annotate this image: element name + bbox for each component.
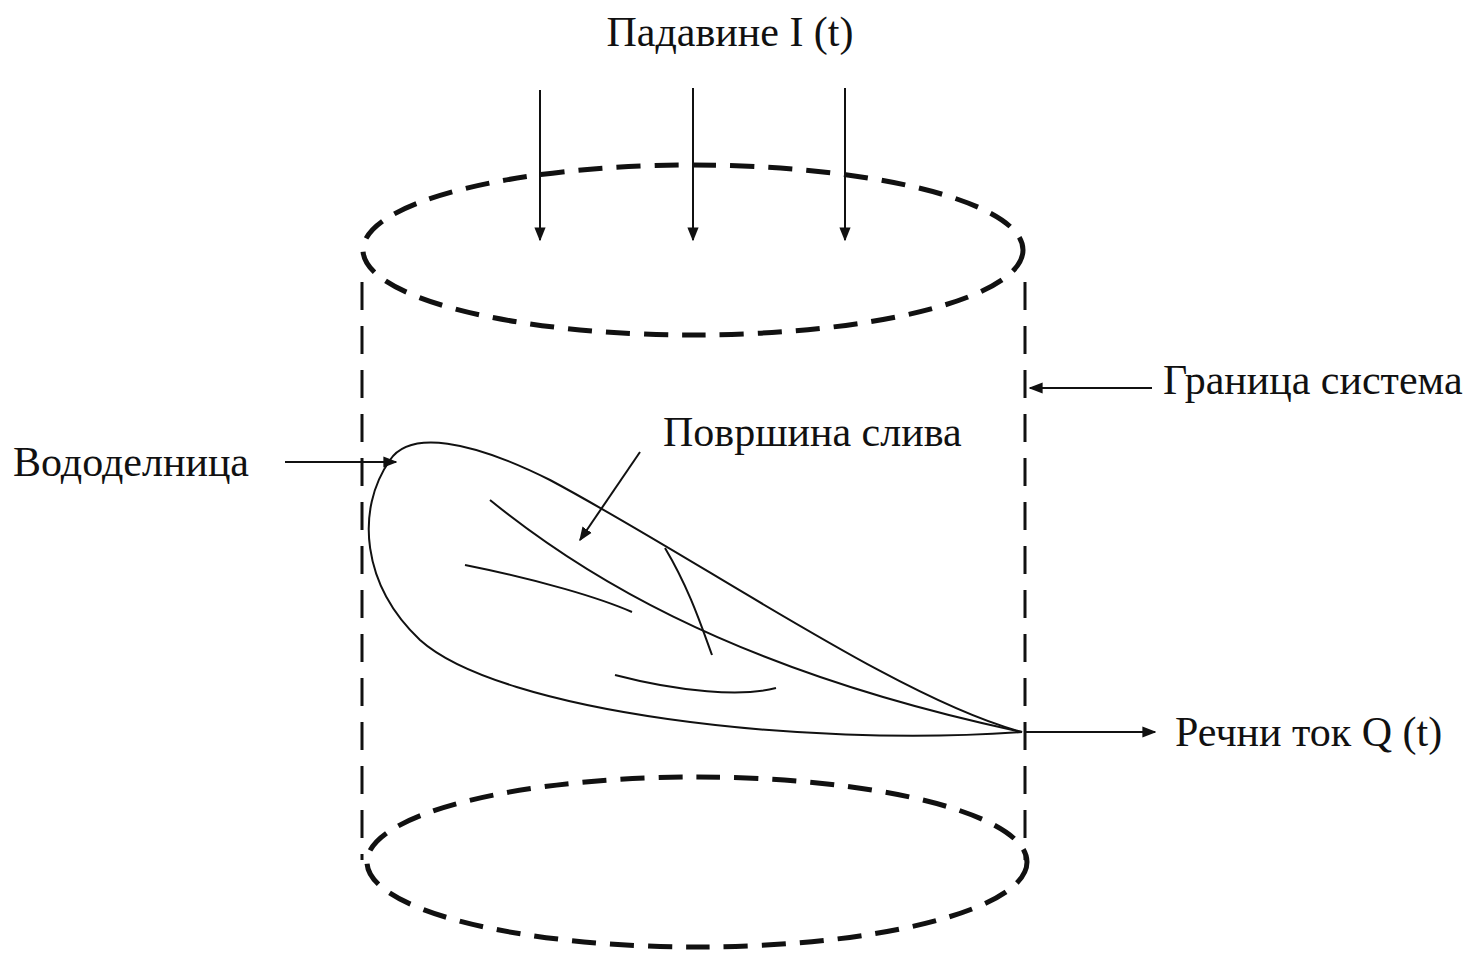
heading-label: Падавине I (t) — [603, 9, 856, 55]
divide-label: Вододелница — [10, 439, 252, 485]
outflow-label: Речни ток Q (t) — [1172, 709, 1445, 755]
system-boundary — [363, 165, 1027, 947]
boundary-sides — [362, 282, 1025, 860]
catchment-label: Површина слива — [660, 409, 965, 455]
leader-arrows — [285, 388, 1155, 732]
boundary-label: Граница система — [1160, 357, 1466, 403]
rain-arrows — [540, 88, 845, 240]
stream-network — [465, 500, 1022, 732]
catchment-outline — [369, 443, 1022, 736]
